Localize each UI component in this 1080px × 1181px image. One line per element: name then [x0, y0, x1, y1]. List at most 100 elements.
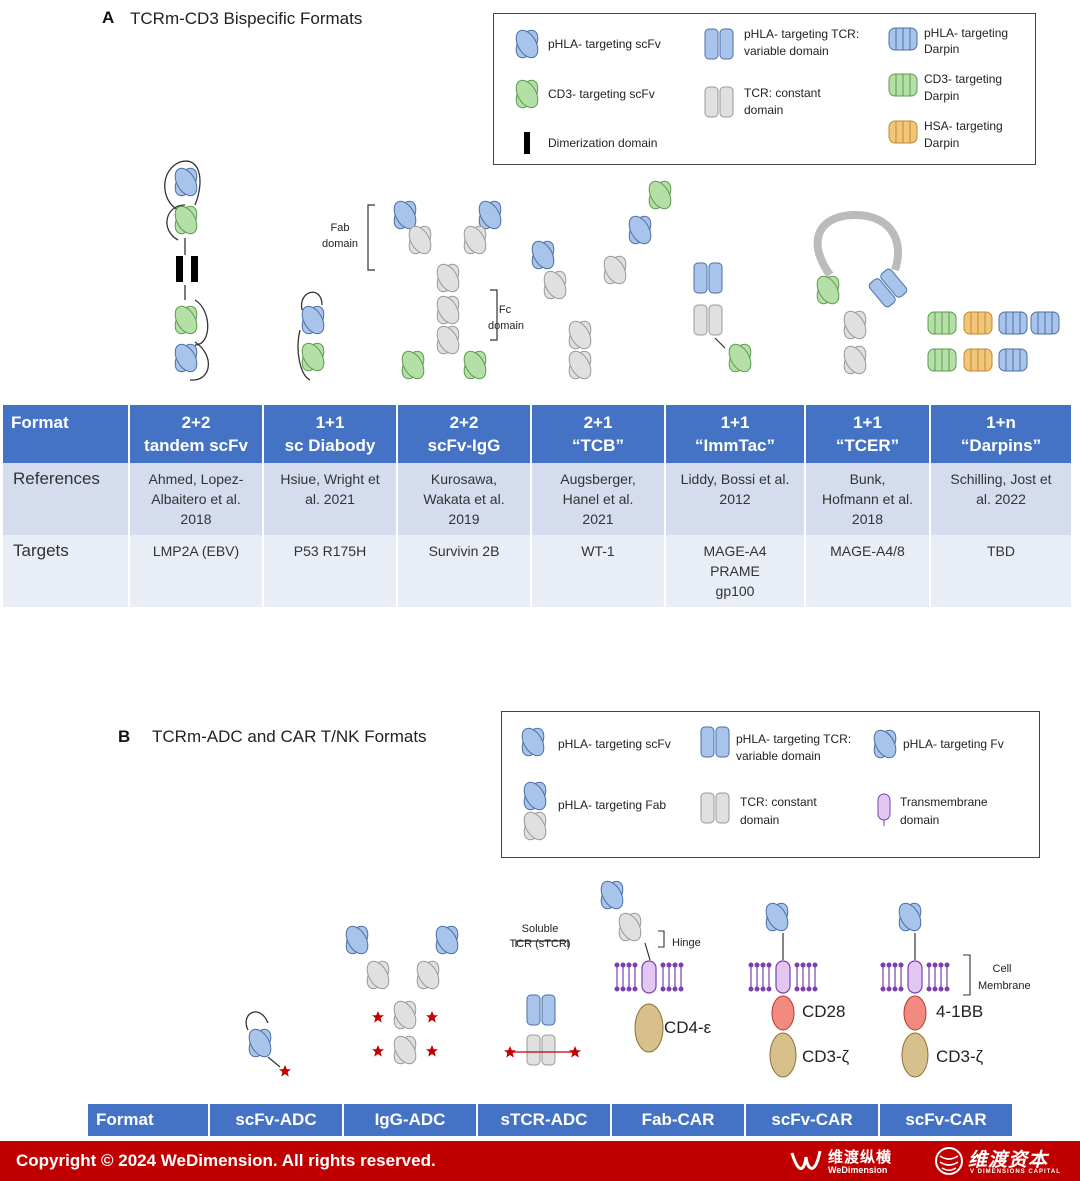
tcr-variable-icon [704, 28, 734, 60]
scfv-car-cd28-diagram [747, 899, 819, 1078]
legend-tcr-variable-2: variable domain [744, 44, 829, 58]
legend-phla-scfv: pHLA- targeting scFv [548, 37, 661, 51]
fab-label-2: domain [321, 238, 359, 250]
wedimension-logo-icon [790, 1150, 822, 1170]
format-col-6: 1+1“TCER” [805, 405, 931, 463]
footer-bar: Copyright © 2024 WeDimension. All rights… [0, 1141, 1080, 1181]
logo1-cn: 维渡纵横 [828, 1149, 893, 1166]
legend-b-phla-fv: pHLA- targeting Fv [903, 737, 1004, 751]
cd3-darpin-icon [888, 73, 918, 97]
tcr-constant-icon [704, 86, 734, 118]
phla-fab-icon [520, 778, 550, 844]
row-label-targets: Targets [3, 535, 130, 607]
tcb-diagram [527, 177, 676, 383]
target-cell-4: WT-1 [531, 535, 666, 607]
panel-a-diagrams [164, 160, 1060, 383]
format-b-scfv-car-2: scFv-CAR [880, 1104, 1014, 1136]
stcr-adc-diagram [504, 940, 581, 1066]
tandem-scfv-diagram [164, 160, 210, 381]
fab-car-diagram [596, 877, 685, 1053]
legend-cd3-darpin-1: CD3- targeting [924, 72, 1003, 86]
transmembrane-icon [877, 793, 891, 826]
row-label-format: Format [3, 405, 130, 463]
legend-phla-darpin-1: pHLA- targeting [924, 26, 1009, 40]
format-row-b: Format scFv-ADC IgG-ADC sTCR-ADC Fab-CAR… [88, 1104, 1014, 1136]
vdimensions-logo: 维渡资本 V DIMENSIONS CAPITAL [934, 1145, 1074, 1177]
tcr-variable-icon [700, 726, 730, 758]
cell-membrane-label-2: Membrane [978, 980, 1031, 992]
legend-panel-b: pHLA- targeting scFv pHLA- targeting Fab… [501, 711, 1040, 858]
cd3z-label-1: CD3-ζ [802, 1047, 850, 1066]
legend-b-phla-scfv: pHLA- targeting scFv [558, 737, 671, 751]
hinge-label: Hinge [672, 937, 701, 949]
legend-b-tcr-variable-1: pHLA- targeting TCR: [736, 732, 852, 746]
scfv-igg-diagram [367, 197, 506, 383]
format-col-5: 1+1“ImmTac” [665, 405, 806, 463]
target-cell-6: MAGE-A4/8 [805, 535, 931, 607]
format-b-scfv-adc: scFv-ADC [210, 1104, 344, 1136]
format-b-stcr-adc: sTCR-ADC [478, 1104, 612, 1136]
legend-tcr-variable-1: pHLA- targeting TCR: [744, 27, 860, 41]
wedimension-logo: 维渡纵横 WeDimension [788, 1145, 918, 1177]
format-b-scfv-car-1: scFv-CAR [746, 1104, 880, 1136]
igg-adc-diagram [341, 922, 463, 1068]
phla-fv-icon [869, 726, 901, 762]
format-b-fab-car: Fab-CAR [612, 1104, 746, 1136]
target-cell-3: Survivin 2B [397, 535, 532, 607]
format-col-4: 2+1“TCB” [531, 405, 666, 463]
legend-b-tcr-variable-2: variable domain [736, 749, 821, 763]
target-cell-1: LMP2A (EBV) [129, 535, 264, 607]
logo2-en: V DIMENSIONS CAPITAL [970, 1169, 1061, 1175]
ref-cell-6: Bunk,Hofmann et al.2018 [805, 463, 931, 535]
phla-scfv-icon [511, 26, 543, 62]
copyright-text: Copyright © 2024 WeDimension. All rights… [16, 1151, 436, 1170]
cd3z-label-2: CD3-ζ [936, 1047, 984, 1066]
legend-phla-darpin-2: Darpin [924, 42, 960, 56]
legend-b-tm-2: domain [900, 813, 940, 827]
41bb-label: 4-1BB [936, 1002, 984, 1021]
legend-tcr-constant-2: domain [744, 103, 784, 117]
fab-label-1: Fab [330, 222, 350, 234]
stcr-label-2: TCR (sTCR) [509, 938, 571, 950]
cd4e-label: CD4-ε [664, 1018, 712, 1037]
logo1-en: WeDimension [828, 1165, 888, 1175]
cd3-scfv-icon [511, 76, 543, 112]
ref-cell-3: Kurosawa,Wakata et al.2019 [397, 463, 532, 535]
panel-b-title: TCRm-ADC and CAR T/NK Formats [152, 727, 427, 746]
format-b-label: Format [88, 1104, 210, 1136]
target-cell-2: P53 R175H [263, 535, 398, 607]
legend-hsa-darpin-2: Darpin [924, 136, 960, 150]
legend-b-tm-1: Transmembrane [900, 795, 988, 809]
vdimensions-logo-icon [935, 1147, 963, 1175]
legend-cd3-scfv: CD3- targeting scFv [548, 87, 655, 101]
ref-cell-5: Liddy, Bossi et al.2012 [665, 463, 806, 535]
stcr-label-1: Soluble [521, 923, 559, 935]
format-col-7: 1+n“Darpins” [930, 405, 1073, 463]
hsa-darpin-icon [888, 120, 918, 144]
ref-cell-4: Augsberger,Hanel et al.2021 [531, 463, 666, 535]
phla-darpin-icon [888, 27, 918, 51]
phla-scfv-icon [517, 724, 549, 760]
fc-label-1: Fc [498, 304, 512, 316]
cd28-label: CD28 [802, 1002, 846, 1021]
row-label-references: References [3, 463, 130, 535]
scfv-car-41bb-diagram [879, 899, 971, 1078]
legend-cd3-darpin-2: Darpin [924, 89, 960, 103]
cell-membrane-label-1: Cell [992, 963, 1012, 975]
panel-a-title: TCRm-CD3 Bispecific Formats [130, 9, 363, 28]
panel-a-label: A [102, 8, 115, 27]
legend-b-tcr-constant-2: domain [740, 813, 780, 827]
panel-b-diagrams [244, 877, 971, 1078]
logo2-cn: 维渡资本 [968, 1150, 1049, 1171]
fc-label-2: domain [487, 320, 525, 332]
legend-hsa-darpin-1: HSA- targeting [924, 119, 1003, 133]
legend-tcr-constant-1: TCR: constant [744, 86, 821, 100]
scfv-adc-diagram [244, 1011, 291, 1077]
